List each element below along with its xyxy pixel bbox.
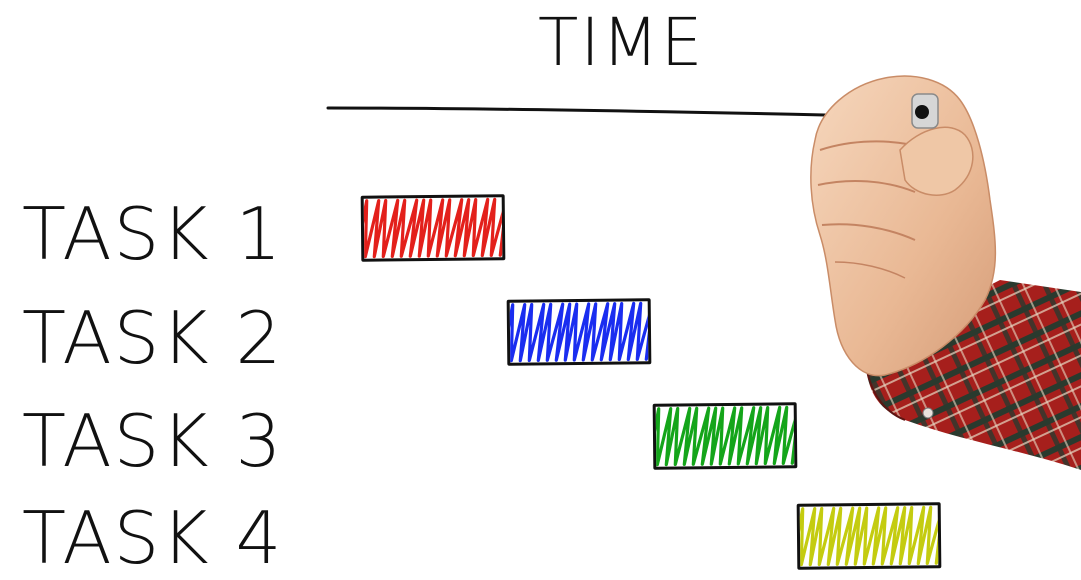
task-1-bar [360,194,506,262]
task-4-label: TASK 4 [22,496,284,580]
hand-with-marker-image [810,75,1081,470]
task-3-bar [652,402,798,470]
whiteboard-sketch: TIME TASK 1 TASK 2 TASK 3 TASK 4 [22,4,1081,574]
task-2-label: TASK 2 [22,296,284,380]
time-label: TIME [538,4,705,81]
task-2-bar [506,298,652,366]
task-1-label: TASK 1 [22,192,284,276]
task-3-label: TASK 3 [22,399,284,483]
task-4-bar [796,502,942,570]
